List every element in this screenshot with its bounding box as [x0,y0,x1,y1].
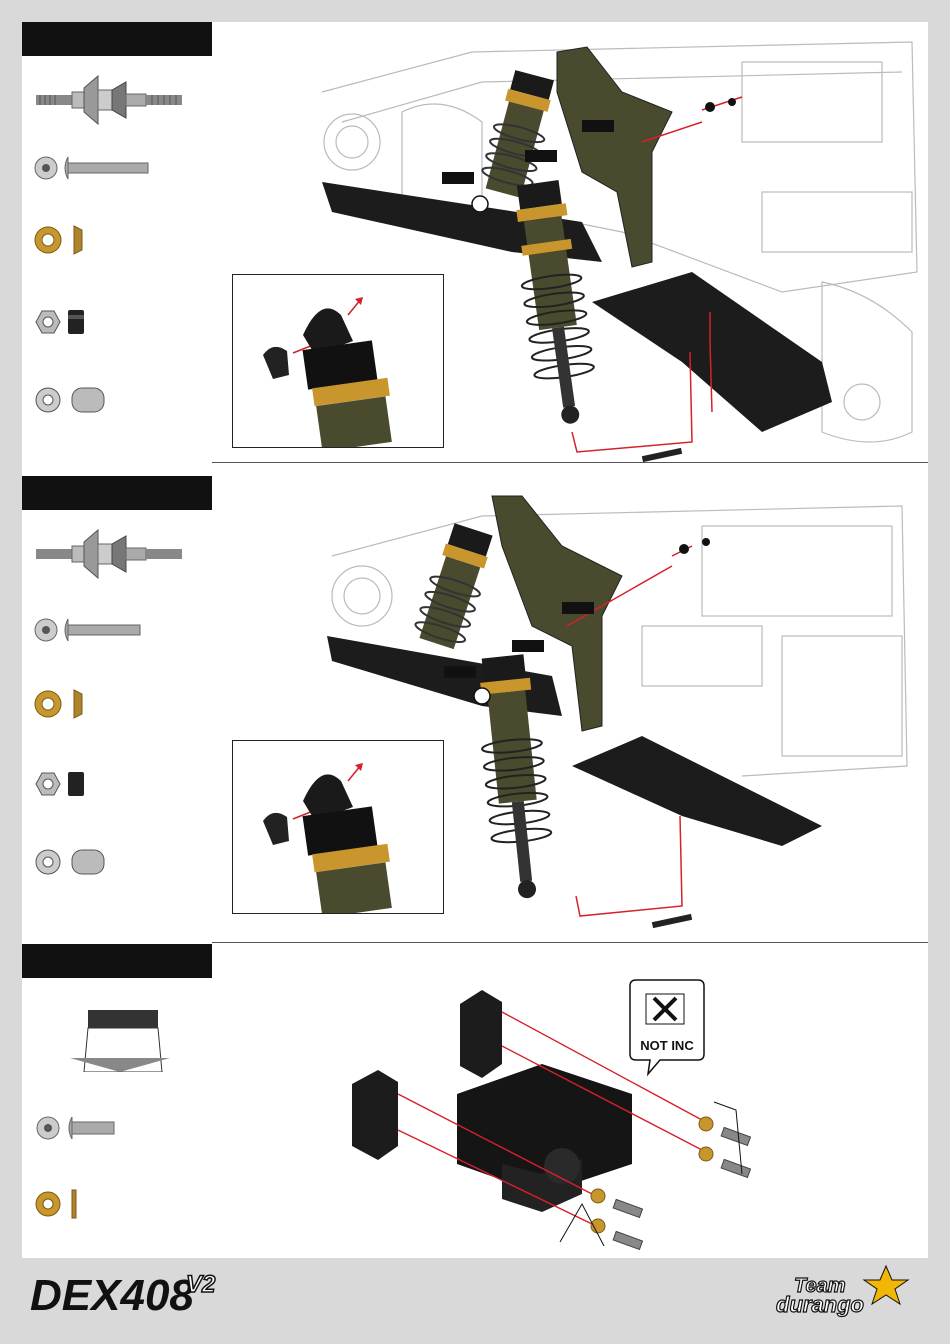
shock-cap-detail-inset [232,740,444,914]
step-servo-mounts: NOT INC [22,944,928,1258]
gold-washer-icon [22,220,212,260]
ball-stud-icon [22,70,212,130]
servo-tape-icon [22,988,212,1072]
gold-washer-icon [22,1184,212,1224]
section-divider [212,462,928,463]
part-button-screw [22,148,212,188]
part-lock-nut [22,764,212,804]
part-pivot-ball [22,842,212,882]
section-divider [212,942,928,943]
part-ball-stud [22,70,212,130]
not-included-label: NOT INC [640,1038,694,1053]
ball-stud-icon [22,524,212,584]
button-head-screw-icon [22,1108,212,1148]
shock-cap-detail-inset [232,274,444,448]
step-header [22,944,212,978]
pivot-ball-icon [22,380,212,420]
step-header [22,22,212,56]
gold-washer-icon [22,684,212,724]
team-durango-logo: Team durango [770,1262,930,1322]
part-pivot-ball [22,380,212,420]
team-logo-line2: durango [776,1292,864,1317]
pivot-ball-icon [22,842,212,882]
manual-page: NOT INC [22,22,928,1258]
shock-cap-detail [233,741,443,913]
dex408-v2-logo: DEX408 V2 [26,1262,226,1322]
step-rear-shock-left [22,22,928,462]
parts-list [22,524,212,924]
servo-mount-diagram: NOT INC [342,954,762,1254]
not-included-callout: NOT INC [630,980,704,1074]
part-ball-stud [22,524,212,584]
parts-list [22,988,212,1248]
part-button-screw [22,1108,212,1148]
lock-nut-icon [22,764,212,804]
shock-cap-detail [233,275,443,447]
part-gold-washer [22,1184,212,1224]
model-logo-text: DEX408 [30,1271,194,1320]
button-head-screw-icon [22,148,212,188]
part-gold-washer [22,220,212,260]
step-header [22,476,212,510]
part-servo-tape [22,988,212,1072]
model-version-text: V2 [186,1271,216,1298]
part-lock-nut [22,302,212,342]
button-head-screw-icon [22,610,212,650]
lock-nut-icon [22,302,212,342]
part-gold-washer [22,684,212,724]
part-button-screw [22,610,212,650]
parts-list [22,70,212,450]
step-rear-shock-right [22,476,928,944]
